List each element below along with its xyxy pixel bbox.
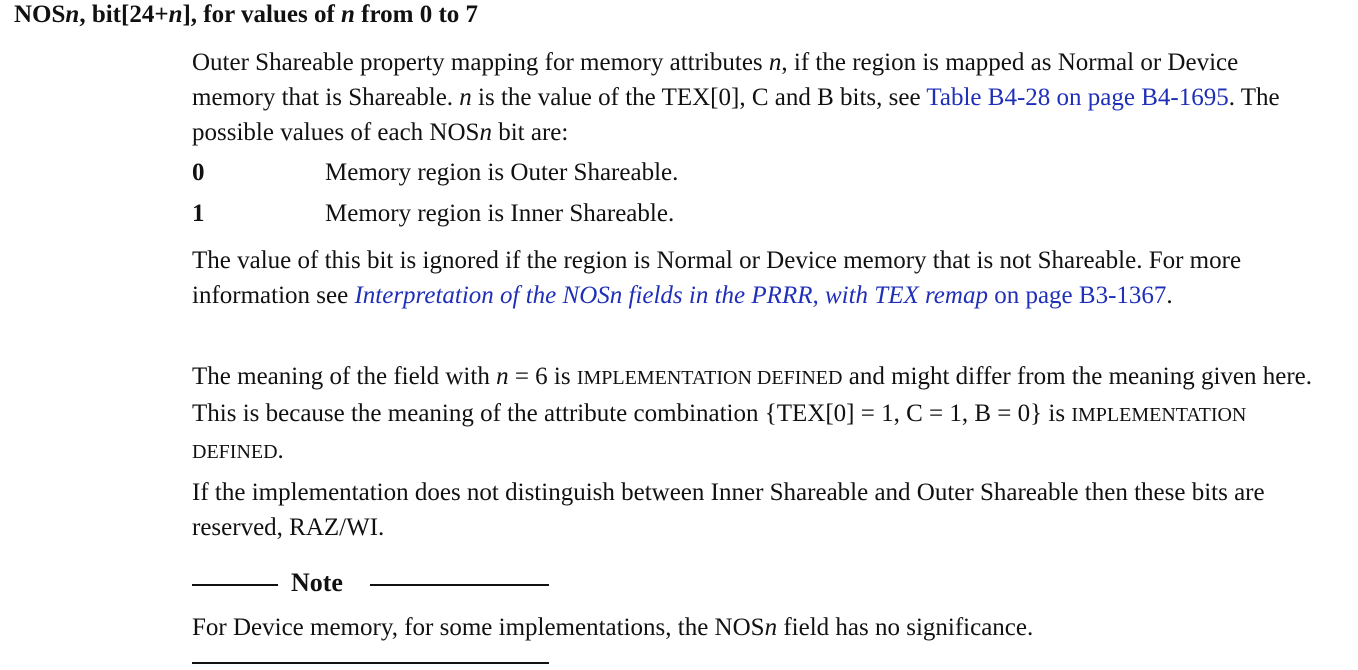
value-description: Memory region is Inner Shareable. — [325, 200, 675, 227]
small-caps-term: IMPLEMENTATION DEFINED — [576, 367, 843, 389]
interpretation-link[interactable]: Interpretation of the NOSn fields in the… — [354, 282, 1166, 309]
heading-part: from 0 to 7 — [354, 1, 479, 28]
note-title: Note — [291, 568, 343, 597]
note-rule-left — [192, 584, 278, 586]
reserved-paragraph: If the implementation does not distingui… — [192, 475, 1322, 545]
note-rule-bottom — [192, 662, 549, 664]
variable: n — [459, 84, 472, 111]
heading-part: ], for values of — [182, 1, 342, 28]
variable: n — [764, 614, 778, 641]
link-page: on page B3-1367 — [987, 282, 1167, 309]
heading-var: n — [341, 1, 355, 28]
note-rule-right — [370, 584, 549, 586]
small-caps-term: IMPLEMENTATION DEFINED — [192, 404, 1247, 463]
text-run: Outer Shareable property mapping for mem… — [192, 49, 769, 76]
text-run: is the value of the TEX[0], C and B bits… — [471, 84, 927, 111]
variable: n — [479, 119, 492, 146]
text-run: and might differ from the meaning given … — [192, 363, 1312, 427]
value-key: 1 — [192, 200, 205, 227]
text-run: The meaning of the field with — [192, 363, 497, 390]
table-link[interactable]: Table B4-28 on page B4-1695 — [926, 84, 1229, 111]
meaning-paragraph: The meaning of the field with n = 6 is I… — [192, 359, 1322, 470]
text-run: bit are: — [491, 119, 569, 146]
text-run: . — [1166, 282, 1173, 309]
text-run: The value of this bit is ignored if the … — [192, 247, 1242, 309]
note-text: For Device memory, for some implementati… — [192, 610, 1322, 645]
text-run: For Device memory, for some implementati… — [192, 614, 765, 641]
value-description: Memory region is Outer Shareable. — [325, 159, 679, 186]
heading-part: , bit[24+ — [79, 1, 169, 28]
link-title: Interpretation of the NOSn fields in the… — [354, 282, 988, 309]
text-run: If the implementation does not distingui… — [192, 479, 1265, 541]
variable: n — [768, 49, 782, 76]
variable: n — [496, 363, 509, 390]
text-run: , if the region is mapped as Normal or D… — [192, 49, 1239, 111]
value-key: 0 — [192, 159, 205, 186]
description-paragraph: Outer Shareable property mapping for mem… — [192, 45, 1322, 150]
text-run: field has no significance. — [777, 614, 1034, 641]
text-run: = 6 is — [508, 363, 577, 390]
text-run: . — [277, 437, 284, 464]
field-heading: NOSn, bit[24+n], for values of n from 0 … — [14, 0, 478, 30]
ignored-paragraph: The value of this bit is ignored if the … — [192, 243, 1322, 313]
heading-var: n — [65, 1, 80, 28]
heading-var: n — [168, 1, 183, 28]
heading-part: NOS — [14, 1, 66, 28]
text-run: . The possible values of each NOS — [192, 84, 1280, 146]
